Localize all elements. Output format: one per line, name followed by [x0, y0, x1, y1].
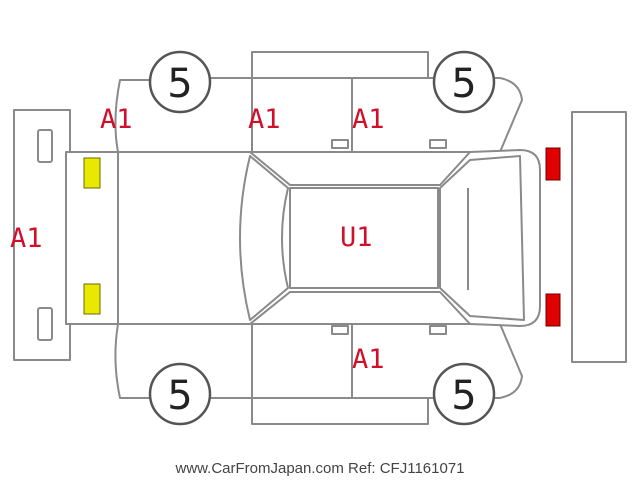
rear-window	[439, 155, 525, 321]
mark-roof: U1	[340, 222, 373, 253]
windshield	[239, 155, 289, 321]
tyre-front-left-rating: 5	[167, 61, 192, 107]
tyre-front-right: 5	[148, 362, 212, 426]
rear-lamp-top	[545, 147, 561, 181]
left-front-door-handle	[331, 139, 349, 149]
mark-left-front-fender: A1	[100, 104, 133, 135]
right-rear-door-handle	[429, 325, 447, 335]
rear-lamp-bottom	[545, 293, 561, 327]
mark-left-rear-door: A1	[352, 104, 385, 135]
tyre-rear-right: 5	[432, 362, 496, 426]
left-side-skirt	[251, 51, 429, 79]
tyre-front-right-rating: 5	[167, 373, 192, 419]
rear-bumper-outline	[571, 111, 627, 363]
tyre-rear-right-rating: 5	[451, 373, 476, 419]
left-rear-door-handle	[429, 139, 447, 149]
mark-front-bumper: A1	[10, 223, 43, 254]
front-bumper-outline	[13, 109, 71, 361]
footer-credit: www.CarFromJapan.com Ref: CFJ1161071	[175, 460, 465, 477]
mark-right-rear-door: A1	[352, 344, 385, 375]
mark-left-front-door: A1	[248, 104, 281, 135]
roof-panel	[289, 187, 439, 289]
front-bumper-vent-top	[37, 129, 53, 163]
front-lamp-bottom	[83, 283, 101, 315]
tyre-rear-left: 5	[432, 50, 496, 114]
tyre-front-left: 5	[148, 50, 212, 114]
front-bumper-vent-bottom	[37, 307, 53, 341]
right-side-skirt	[251, 397, 429, 425]
right-front-door-handle	[331, 325, 349, 335]
front-lamp-top	[83, 157, 101, 189]
tyre-rear-left-rating: 5	[451, 61, 476, 107]
